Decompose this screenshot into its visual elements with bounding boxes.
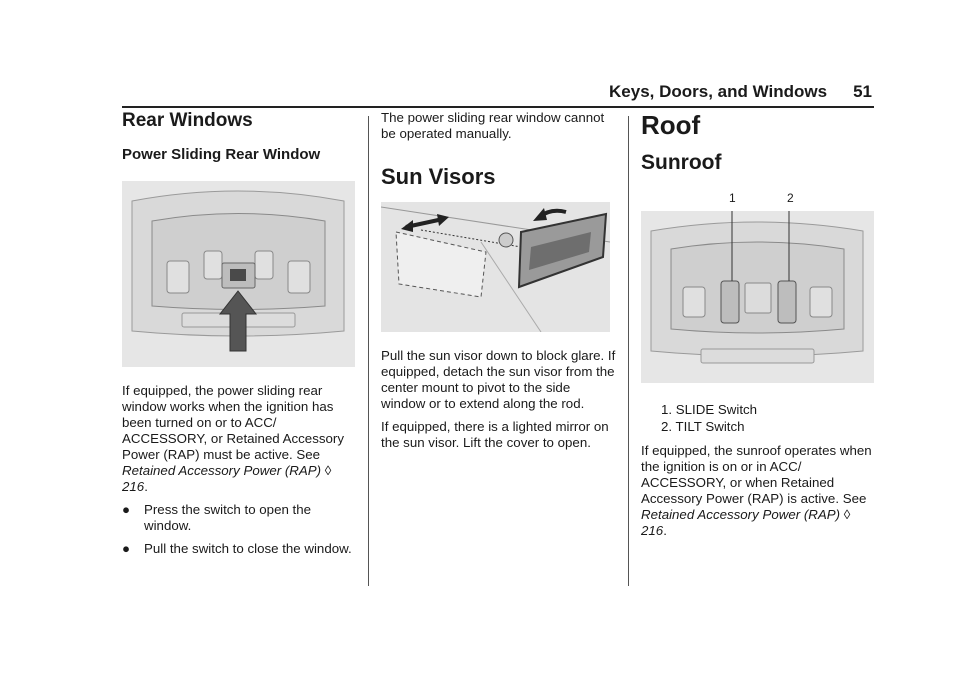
page-number: 51 <box>853 82 872 101</box>
lighted-mirror-text: If equipped, there is a lighted mirror o… <box>381 419 609 450</box>
rap-reference-link[interactable]: Retained Accessory Power (RAP) <box>122 463 322 478</box>
column-roof: Roof Sunroof 1 2 1. SLIDE Switch 2. TILT… <box>641 110 876 539</box>
legend-tilt: 2. TILT Switch <box>661 419 745 434</box>
column-sun-visors: The power sliding rear window cannot be … <box>381 110 616 451</box>
sunroof-heading: Sunroof <box>641 151 722 174</box>
rear-windows-heading: Rear Windows <box>122 110 253 131</box>
rap-reference-link[interactable]: Retained Accessory Power (RAP) <box>641 507 841 522</box>
list-item: ● Pull the switch to close the window. <box>122 541 357 557</box>
sun-visor-figure <box>381 202 610 332</box>
ref-icon: ◊ <box>843 507 851 522</box>
sun-visor-text: Pull the sun visor down to block glare. … <box>381 348 616 411</box>
callout-1: 1 <box>729 191 736 205</box>
power-sliding-heading: Power Sliding Rear Window <box>122 146 321 163</box>
overhead-console-figure <box>122 181 355 367</box>
page-header: Keys, Doors, and Windows 51 <box>609 82 872 102</box>
list-item: ● Press the switch to open the window. <box>122 502 357 534</box>
rap-reference-page[interactable]: 216 <box>122 479 145 494</box>
roof-heading: Roof <box>641 110 701 140</box>
bullet-close-text: Pull the switch to close the window. <box>144 541 352 556</box>
callout-2: 2 <box>787 191 794 205</box>
section-title: Keys, Doors, and Windows <box>609 82 828 101</box>
manual-operation-text: The power sliding rear window cannot be … <box>381 110 605 141</box>
bullet-icon: ● <box>122 541 131 556</box>
ref-icon: ◊ <box>324 463 332 478</box>
sunroof-text: If equipped, the sunroof operates when t… <box>641 443 872 506</box>
sunroof-console-figure <box>641 211 874 383</box>
bullet-open-text: Press the switch to open the window. <box>144 502 312 533</box>
column-divider <box>368 116 369 586</box>
header-rule <box>122 106 874 108</box>
sun-visors-heading: Sun Visors <box>381 164 496 189</box>
rap-reference-page[interactable]: 216 <box>641 523 664 538</box>
bullet-icon: ● <box>122 502 131 517</box>
legend-slide: 1. SLIDE Switch <box>661 402 758 417</box>
column-rear-windows: Rear Windows Power Sliding Rear Window I… <box>122 110 357 557</box>
column-divider <box>628 116 629 586</box>
sunroof-figure-wrap: 1 2 <box>641 187 876 387</box>
rear-window-text: If equipped, the power sliding rear wind… <box>122 383 344 462</box>
